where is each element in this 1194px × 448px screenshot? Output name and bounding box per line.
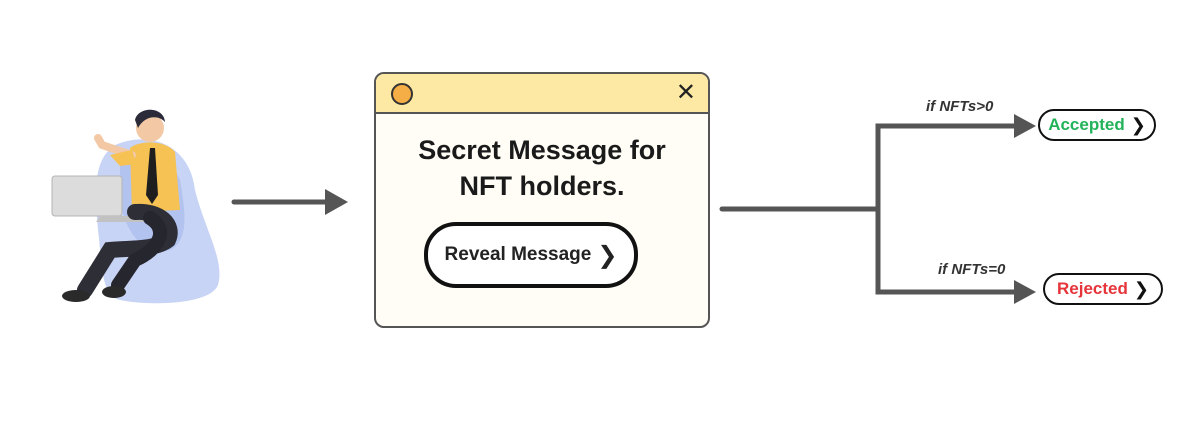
window-titlebar: ✕ — [376, 74, 708, 114]
secret-message-window: ✕ Secret Message for NFT holders. Reveal… — [374, 72, 710, 328]
reveal-message-label: Reveal Message — [444, 244, 592, 265]
chevron-right-icon: ❯ — [1133, 278, 1149, 299]
condition-accepted: if NFTs>0 — [926, 98, 994, 115]
user-with-laptop-illustration — [51, 109, 220, 304]
arrow-head-window — [325, 189, 348, 215]
message-line-1: Secret Message for — [418, 135, 666, 165]
chevron-right-icon: ❯ — [597, 241, 618, 269]
message-line-2: NFT holders. — [459, 171, 625, 201]
arrow-head-accepted — [1014, 114, 1036, 138]
branch-rejected-line — [875, 123, 1019, 295]
rejected-label: Rejected — [1057, 279, 1128, 298]
chevron-right-icon: ❯ — [1130, 114, 1146, 135]
accepted-label: Accepted — [1048, 115, 1125, 134]
rejected-button[interactable]: Rejected ❯ — [1043, 273, 1163, 305]
close-icon[interactable]: ✕ — [675, 78, 696, 106]
reveal-message-button[interactable]: Reveal Message ❯ — [424, 222, 638, 288]
arrow-head-rejected — [1014, 280, 1036, 304]
accepted-button[interactable]: Accepted ❯ — [1038, 109, 1156, 141]
condition-rejected: if NFTs=0 — [938, 261, 1006, 278]
circle-icon[interactable] — [391, 83, 413, 105]
secret-message-text: Secret Message for NFT holders. — [376, 132, 708, 204]
